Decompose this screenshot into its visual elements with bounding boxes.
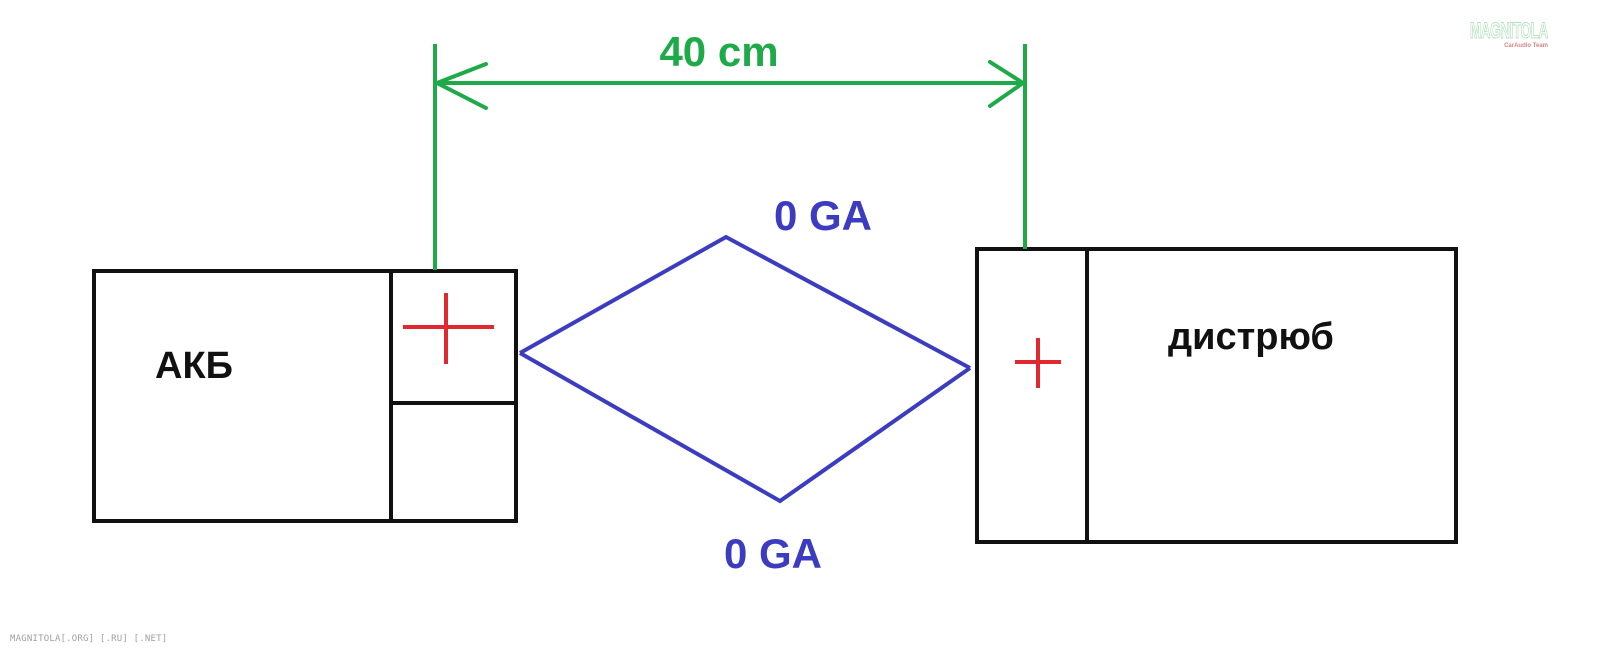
dimension-marker: 40 cm xyxy=(433,28,1027,270)
bottom-cable xyxy=(519,351,972,504)
cable-pair: 0 GA 0 GA xyxy=(519,192,972,577)
dimension-label: 40 cm xyxy=(659,28,778,75)
dimension-right-arrowhead xyxy=(988,60,1025,108)
distributor-plus-icon xyxy=(1015,338,1061,388)
top-cable xyxy=(519,234,971,370)
battery-label: АКБ xyxy=(155,345,233,387)
battery-plus-icon xyxy=(403,293,494,364)
distributor-label: дистрюб xyxy=(1168,316,1334,358)
bottom-cable-label: 0 GA xyxy=(724,530,822,577)
watermark-logo: MAGNITOLA CarAudio Team xyxy=(1470,18,1550,50)
dimension-left-arrowhead xyxy=(435,62,488,110)
top-cable-label: 0 GA xyxy=(774,192,872,239)
site-watermark: MAGNITOLA[.ORG] [.RU] [.NET] xyxy=(10,634,168,644)
watermark-logo-text: MAGNITOLA xyxy=(1470,18,1548,43)
watermark-logo-subtext: CarAudio Team xyxy=(1504,43,1548,49)
battery-block: АКБ xyxy=(92,269,518,523)
distributor-block: дистрюб xyxy=(975,247,1458,544)
battery-outline xyxy=(92,269,518,523)
distributor-outline xyxy=(975,247,1458,544)
